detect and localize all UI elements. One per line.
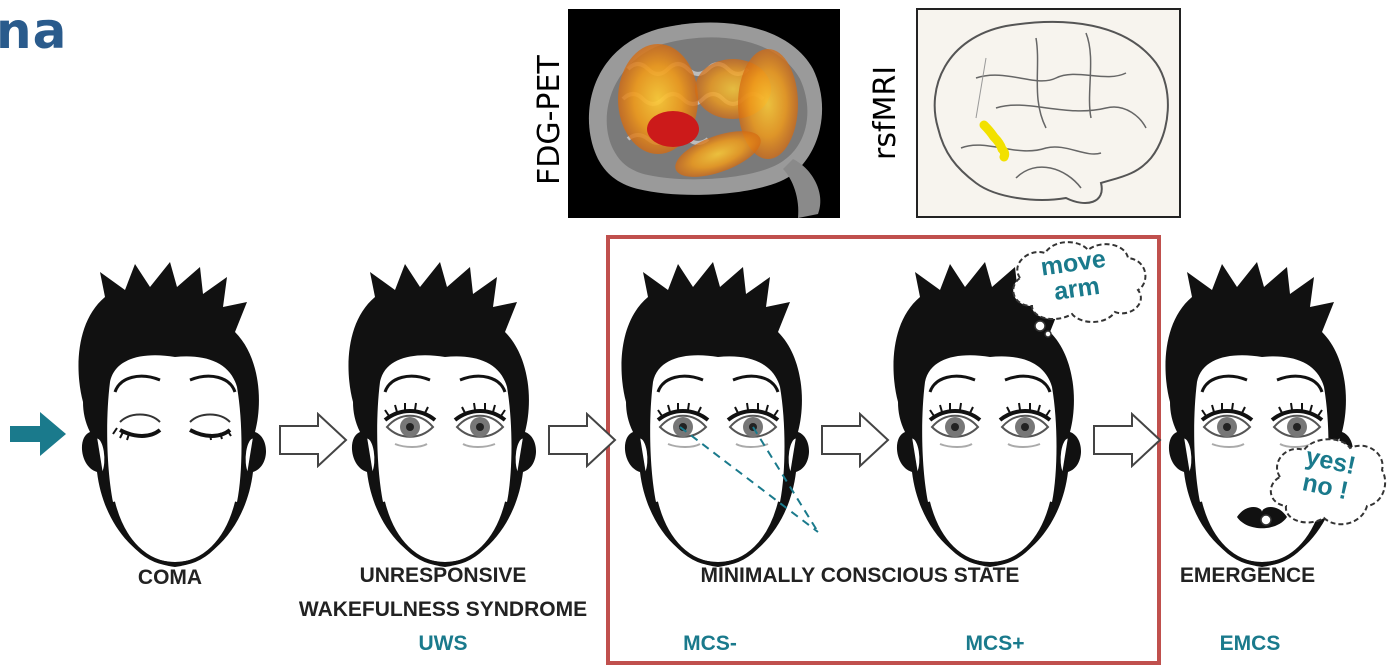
stage-abbr-uws: UWS (282, 632, 604, 656)
stage-label-uws-line1: UNRESPONSIVE (282, 564, 604, 588)
entry-arrow-icon (10, 412, 70, 456)
stage-abbr-mcs-plus: MCS+ (945, 632, 1045, 656)
stage-label-uws-line2: WAKEFULNESS SYNDROME (282, 598, 604, 622)
stage-abbr-mcs-minus: MCS- (660, 632, 760, 656)
stage-label-mcs: MINIMALLY CONSCIOUS STATE (610, 564, 1110, 588)
coma-face-illustration (65, 262, 275, 572)
slide-title: na (0, 2, 67, 60)
pet-label: FDG-PET (532, 55, 567, 185)
fmri-brain-image (916, 8, 1181, 218)
mcs-minus-face-illustration (608, 262, 828, 572)
fmri-label: rsfMRI (868, 66, 903, 160)
stage-label-emergence: EMERGENCE (1165, 564, 1330, 588)
uws-face-illustration (335, 262, 545, 572)
stage-label-coma: COMA (100, 566, 240, 590)
stage-abbr-emcs: EMCS (1195, 632, 1305, 656)
pet-scan-image (568, 9, 840, 218)
arrow-icon-2 (547, 412, 617, 468)
